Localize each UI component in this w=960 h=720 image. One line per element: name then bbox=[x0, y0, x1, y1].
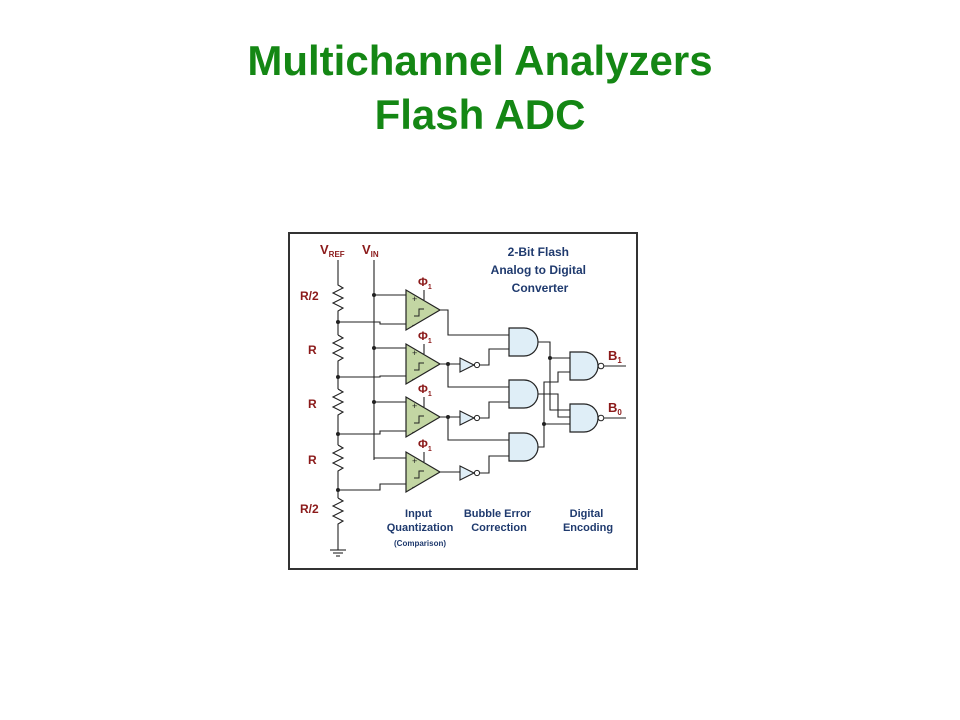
flash-adc-diagram: VREF VIN 2-Bit Flash Analog to Digital C… bbox=[288, 232, 638, 570]
comparator-4: + - bbox=[405, 450, 442, 494]
svg-text:-: - bbox=[412, 482, 415, 492]
diagram-title: 2-Bit Flash Analog to Digital Converter bbox=[491, 245, 590, 295]
svg-text:+: + bbox=[412, 294, 417, 304]
clock-label: Φ1 bbox=[418, 275, 432, 291]
clock-label: Φ1 bbox=[418, 437, 432, 453]
slide-title-line-1: Multichannel Analyzers bbox=[247, 37, 713, 84]
clock-label: Φ1 bbox=[418, 382, 432, 398]
resistor-symbol bbox=[331, 444, 345, 490]
and-gate bbox=[508, 432, 539, 462]
comparator-1: + - bbox=[405, 288, 442, 332]
inverter bbox=[459, 357, 481, 373]
slide-title: Multichannel Analyzers Flash ADC bbox=[0, 34, 960, 142]
resistor-label: R/2 bbox=[300, 502, 319, 516]
and-gate bbox=[508, 379, 539, 409]
diagram-title-line-2: Analog to Digital bbox=[491, 263, 586, 277]
resistor-symbol bbox=[331, 388, 345, 434]
resistor-label: R/2 bbox=[300, 289, 319, 303]
vin-label: VIN bbox=[362, 242, 379, 259]
inverter bbox=[459, 410, 481, 426]
and-gate bbox=[508, 327, 539, 357]
encoder-gate-b1 bbox=[569, 351, 605, 381]
resistor-symbol bbox=[331, 497, 345, 550]
svg-text:-: - bbox=[412, 320, 415, 330]
diagram-frame bbox=[288, 232, 638, 570]
section-digital-encoding: Digital Encoding bbox=[563, 508, 613, 534]
section-bubble-error-correction: Bubble Error Correction bbox=[464, 508, 534, 534]
clock-label: Φ1 bbox=[418, 329, 432, 345]
svg-text:+: + bbox=[412, 348, 417, 358]
svg-text:-: - bbox=[412, 427, 415, 437]
diagram-title-line-3: Converter bbox=[512, 281, 569, 295]
svg-text:+: + bbox=[412, 456, 417, 466]
output-label-b0: B0 bbox=[608, 400, 622, 417]
resistor-label: R bbox=[308, 397, 317, 411]
diagram-title-line-1: 2-Bit Flash bbox=[508, 245, 569, 259]
resistor-symbol bbox=[331, 280, 345, 322]
resistor-symbol bbox=[331, 334, 345, 377]
svg-text:+: + bbox=[412, 401, 417, 411]
svg-text:-: - bbox=[412, 374, 415, 384]
output-label-b1: B1 bbox=[608, 348, 622, 365]
comparator-2: + - bbox=[405, 342, 442, 386]
resistor-label: R bbox=[308, 343, 317, 357]
inverter bbox=[459, 465, 481, 481]
encoder-gate-b0 bbox=[569, 403, 605, 433]
vref-label: VREF bbox=[320, 242, 345, 259]
resistor-label: R bbox=[308, 453, 317, 467]
slide-title-line-2: Flash ADC bbox=[374, 91, 586, 138]
section-input-note: (Comparison) bbox=[394, 539, 446, 548]
section-input-quantization: Input Quantization bbox=[387, 508, 454, 534]
comparator-3: + - bbox=[405, 395, 442, 439]
